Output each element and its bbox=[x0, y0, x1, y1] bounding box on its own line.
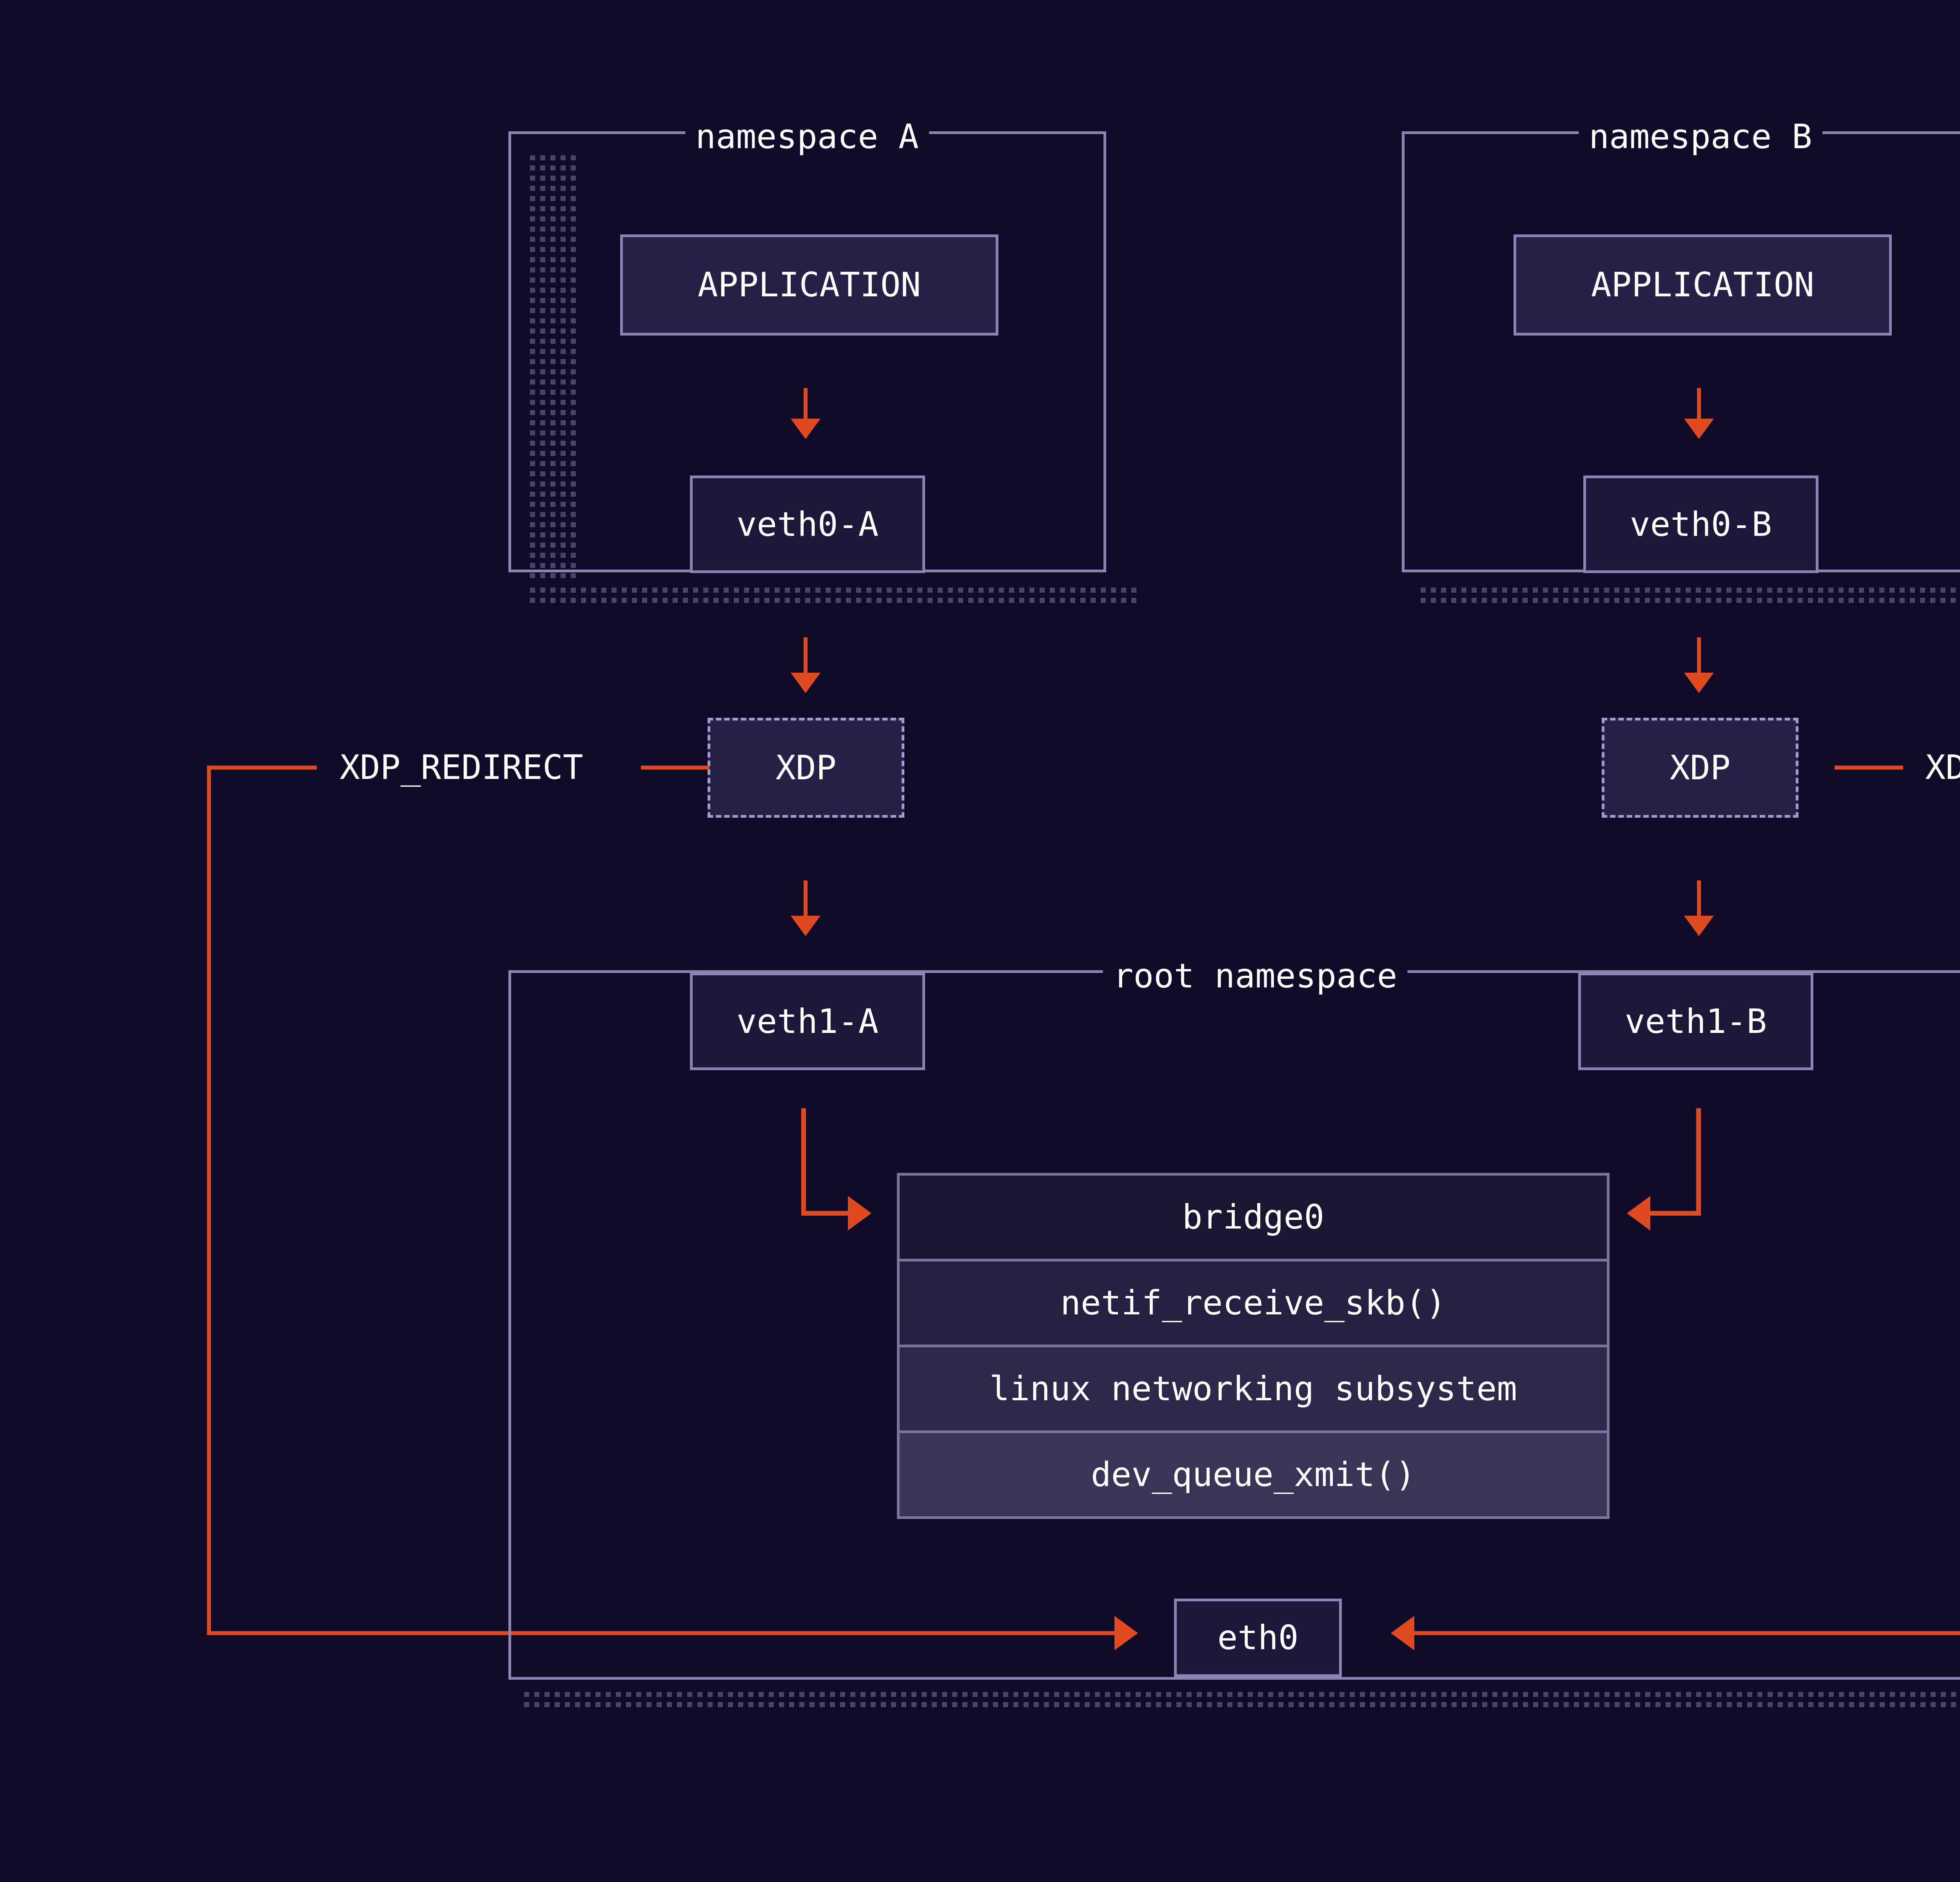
veth0-a-box[interactable]: veth0-A bbox=[690, 475, 925, 573]
stack-row-bridge0-label: bridge0 bbox=[1182, 1198, 1325, 1237]
namespace-b-title: namespace B bbox=[1579, 120, 1822, 154]
veth1-a-label: veth1-A bbox=[736, 1002, 879, 1041]
namespace-a-shadow bbox=[530, 150, 577, 606]
stack-row-linux-networking-subsystem[interactable]: linux networking subsystem bbox=[897, 1345, 1610, 1433]
elbow-veth1b-horizontal bbox=[1650, 1211, 1701, 1216]
xdp-redirect-right-arrowhead bbox=[1391, 1616, 1414, 1650]
veth1-a-box[interactable]: veth1-A bbox=[690, 973, 925, 1070]
stack-row-netif-receive-skb[interactable]: netif_receive_skb() bbox=[897, 1259, 1610, 1347]
veth0-b-label: veth0-B bbox=[1630, 505, 1772, 544]
veth1-b-label: veth1-B bbox=[1624, 1002, 1767, 1041]
arrow-app-b-to-veth0b-line bbox=[1697, 388, 1701, 423]
stack-row-bridge0[interactable]: bridge0 bbox=[897, 1173, 1610, 1261]
eth0-box[interactable]: eth0 bbox=[1174, 1599, 1342, 1677]
xdp-redirect-right-seg-inner bbox=[1835, 766, 1903, 769]
elbow-veth1a-horizontal bbox=[801, 1211, 853, 1216]
arrow-xdpb-to-veth1b-line bbox=[1697, 880, 1701, 920]
eth0-label: eth0 bbox=[1217, 1618, 1299, 1657]
xdp-redirect-left-label: XDP_REDIRECT bbox=[334, 748, 589, 787]
arrow-veth0a-to-xdpa-line bbox=[804, 637, 808, 677]
arrow-app-b-to-veth0b-head bbox=[1684, 419, 1714, 439]
xdp-redirect-left-seg-inner bbox=[641, 766, 710, 769]
arrow-veth0a-to-xdpa-head bbox=[791, 673, 820, 693]
xdp-redirect-left-vertical bbox=[207, 766, 211, 1633]
elbow-veth1b-arrowhead bbox=[1627, 1196, 1650, 1230]
stack-row-dev-queue-xmit[interactable]: dev_queue_xmit() bbox=[897, 1430, 1610, 1519]
xdp-redirect-right-label: XDP_REDIRECT bbox=[1920, 748, 1960, 787]
namespace-a-shadow-bottom bbox=[530, 583, 1138, 606]
xdp-a-label: XDP bbox=[775, 748, 837, 788]
veth0-a-label: veth0-A bbox=[736, 505, 879, 544]
veth1-b-box[interactable]: veth1-B bbox=[1578, 973, 1813, 1070]
application-b-label: APPLICATION bbox=[1591, 265, 1815, 305]
elbow-veth1a-vertical bbox=[801, 1108, 806, 1215]
arrow-xdpa-to-veth1a-line bbox=[804, 880, 808, 920]
elbow-veth1b-vertical bbox=[1696, 1108, 1701, 1215]
namespace-a-title: namespace A bbox=[685, 120, 929, 154]
application-b-box[interactable]: APPLICATION bbox=[1514, 234, 1892, 336]
arrow-app-a-to-veth0a-head bbox=[791, 419, 820, 439]
elbow-veth1a-arrowhead bbox=[848, 1196, 871, 1230]
xdp-redirect-left-arrowhead bbox=[1114, 1616, 1138, 1650]
namespace-b-shadow-bottom bbox=[1421, 583, 1960, 606]
arrow-veth0b-to-xdpb-line bbox=[1697, 637, 1701, 677]
root-namespace-title: root namespace bbox=[1103, 959, 1408, 993]
xdp-redirect-left-bottom bbox=[207, 1631, 1120, 1635]
xdp-b-box[interactable]: XDP bbox=[1602, 718, 1798, 818]
arrow-xdpa-to-veth1a-head bbox=[791, 916, 820, 936]
xdp-b-label: XDP bbox=[1670, 748, 1731, 788]
arrow-xdpb-to-veth1b-head bbox=[1684, 916, 1714, 936]
application-a-label: APPLICATION bbox=[697, 265, 921, 305]
veth0-b-box[interactable]: veth0-B bbox=[1583, 475, 1818, 573]
xdp-redirect-left-seg-outer bbox=[207, 766, 317, 769]
kernel-stack: bridge0 netif_receive_skb() linux networ… bbox=[897, 1173, 1610, 1519]
xdp-redirect-right-bottom bbox=[1414, 1631, 1960, 1635]
stack-row-netif-receive-skb-label: netif_receive_skb() bbox=[1060, 1283, 1446, 1323]
xdp-a-box[interactable]: XDP bbox=[708, 718, 904, 818]
root-namespace-shadow-bottom bbox=[524, 1687, 1960, 1709]
stack-row-linux-networking-subsystem-label: linux networking subsystem bbox=[989, 1369, 1517, 1408]
arrow-veth0b-to-xdpb-head bbox=[1684, 673, 1714, 693]
stack-row-dev-queue-xmit-label: dev_queue_xmit() bbox=[1091, 1455, 1416, 1494]
arrow-app-a-to-veth0a-line bbox=[804, 388, 808, 423]
application-a-box[interactable]: APPLICATION bbox=[620, 234, 998, 336]
